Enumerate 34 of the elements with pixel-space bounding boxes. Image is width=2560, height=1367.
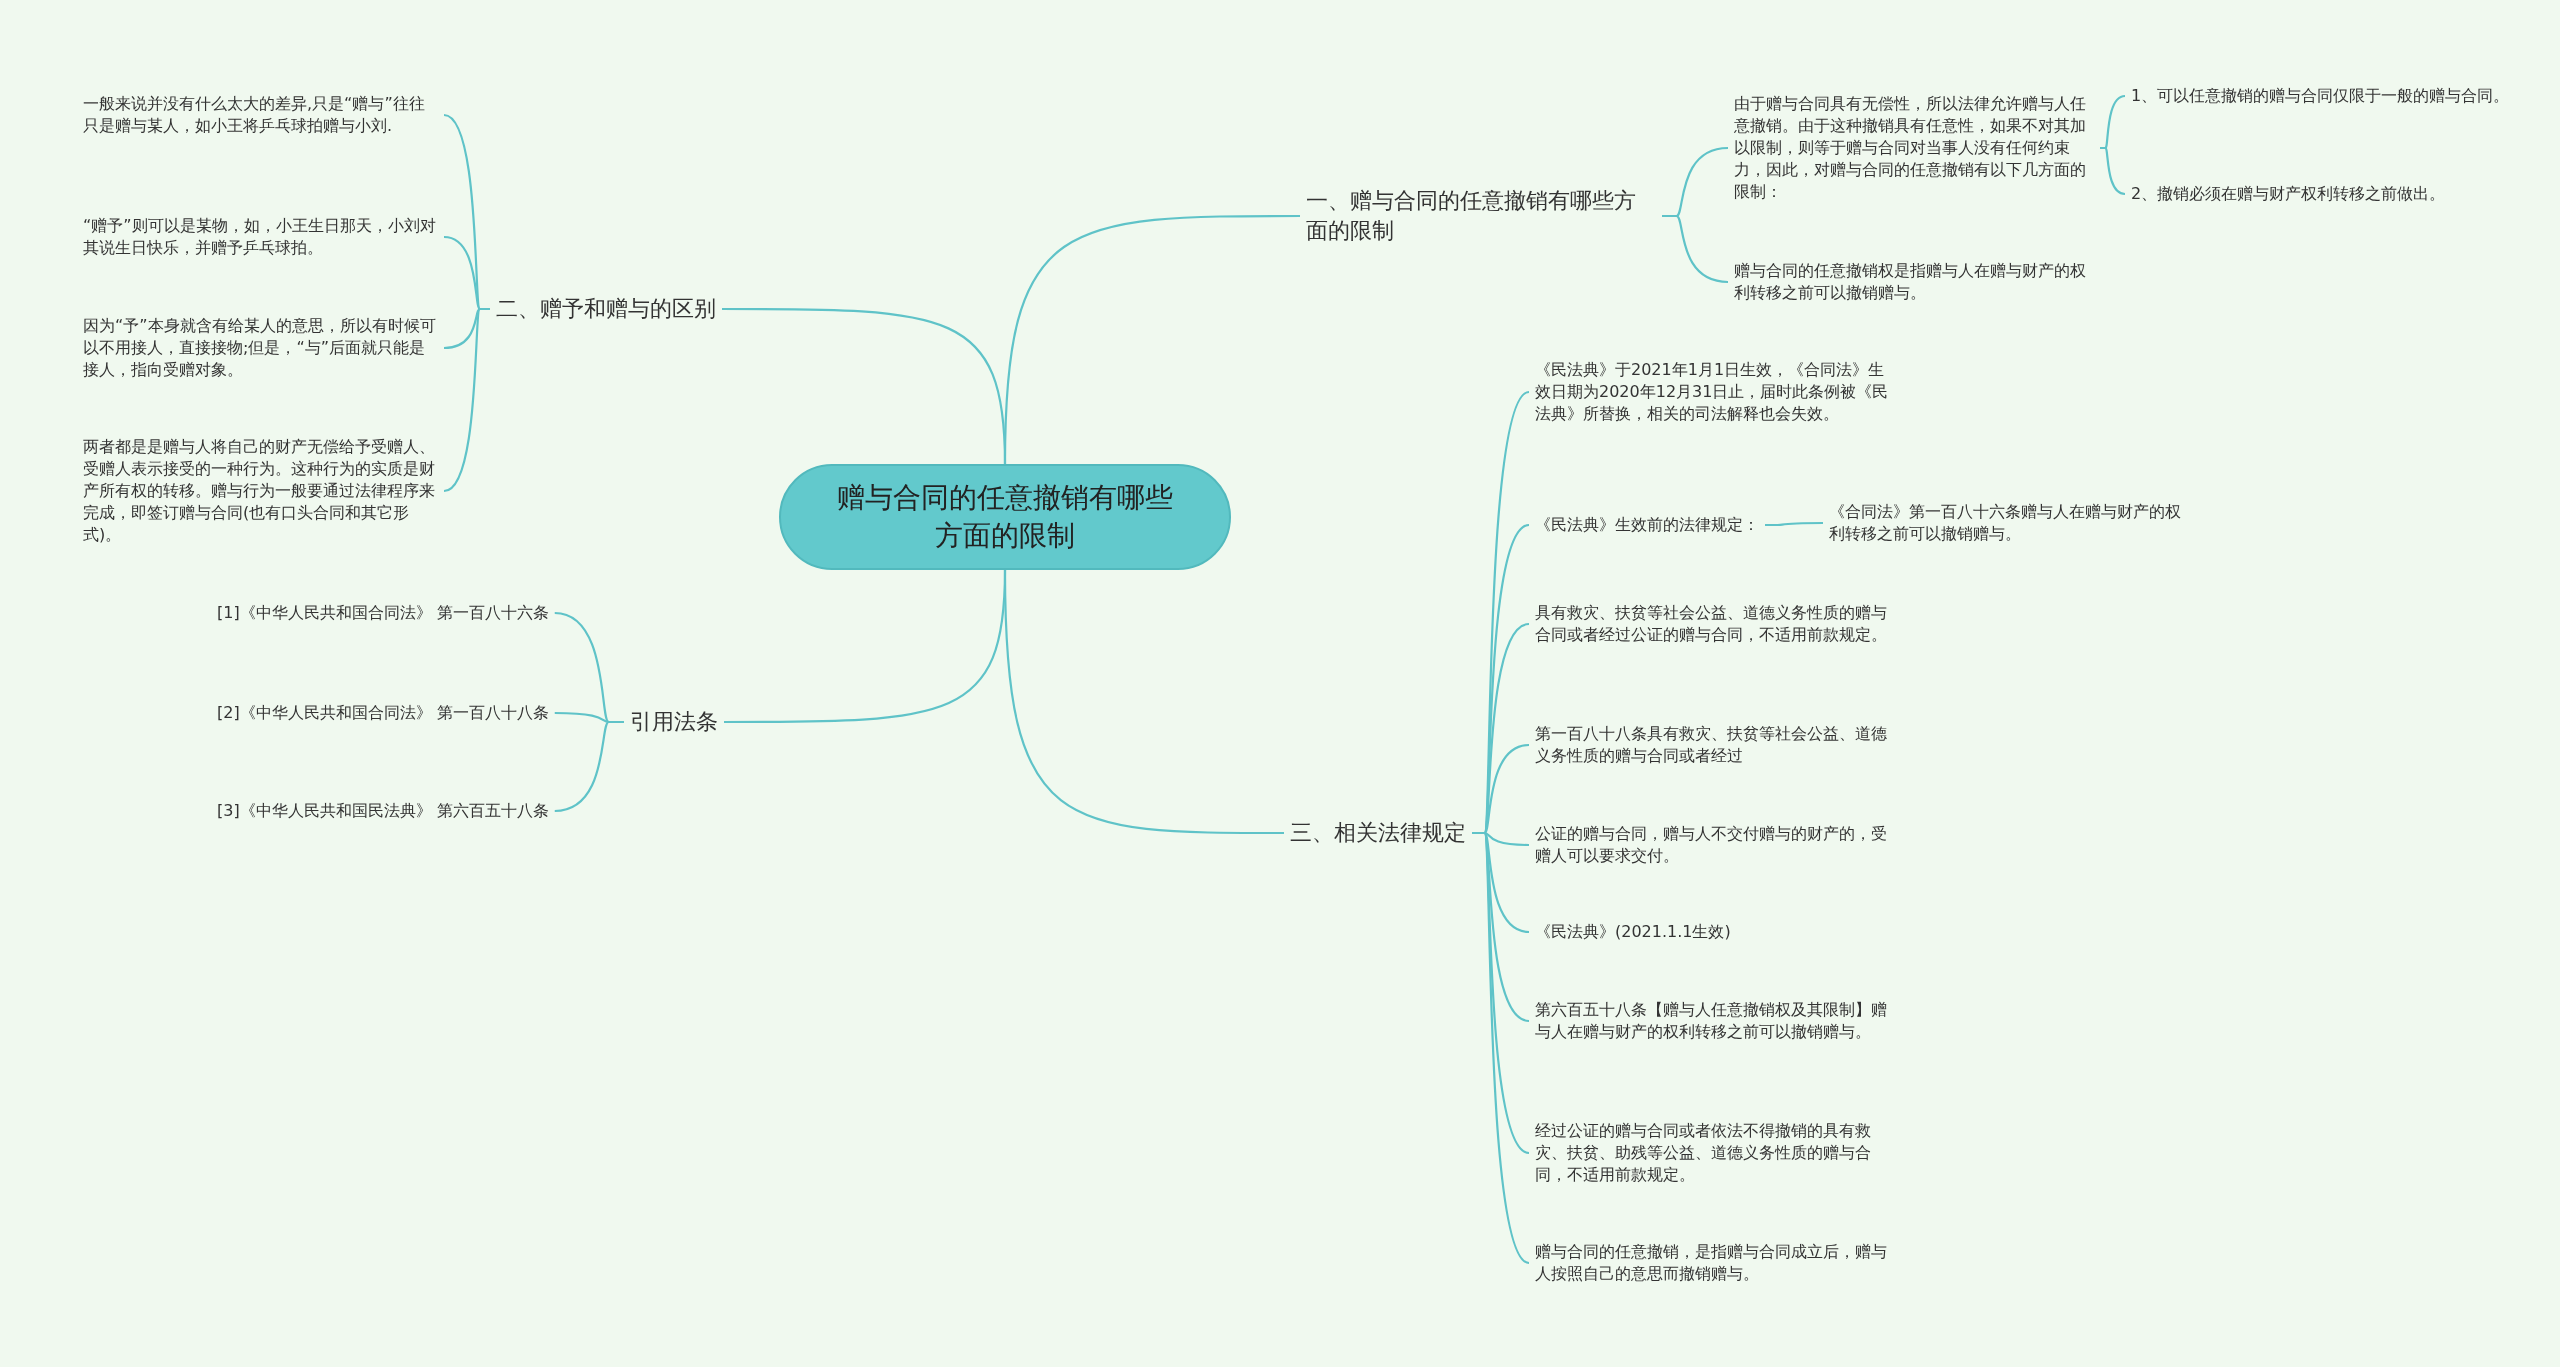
note-text: 《民法典》(2021.1.1生效) <box>1535 921 1731 943</box>
topic-label: 一、赠与合同的任意撤销有哪些方面的限制 <box>1306 186 1656 246</box>
note-text: 赠与合同的任意撤销，是指赠与合同成立后，赠与人按照自己的意思而撤销赠与。 <box>1535 1241 1895 1285</box>
note-text: 1、可以任意撤销的赠与合同仅限于一般的赠与合同。 <box>2131 85 2510 107</box>
note-text: 第六百五十八条【赠与人任意撤销权及其限制】赠与人在赠与财产的权利转移之前可以撤销赠与。 <box>1535 999 1895 1043</box>
note-text: [1]《中华人民共和国合同法》 第一百八十六条 <box>217 602 549 624</box>
note-text: 两者都是是赠与人将自己的财产无偿给予受赠人、受赠人表示接受的一种行为。这种行为的实质是财产所有权的转移。赠与行为一般要通过法律程序来完成，即签订赠与合同(也有口头合同和其它形式)。 <box>83 436 438 546</box>
note-text: 2、撤销必须在赠与财产权利转移之前做出。 <box>2131 183 2446 205</box>
note-text: 《合同法》第一百八十六条赠与人在赠与财产的权利转移之前可以撤销赠与。 <box>1829 501 2189 545</box>
topic-label: 二、赠予和赠与的区别 <box>496 294 716 324</box>
note-text: [3]《中华人民共和国民法典》 第六百五十八条 <box>217 800 549 822</box>
connector <box>1003 569 1284 835</box>
connector <box>1472 831 1530 1264</box>
note-text: 公证的赠与合同，赠与人不交付赠与的财产的，受赠人可以要求交付。 <box>1535 823 1895 867</box>
connector <box>2100 146 2126 196</box>
note-text: 赠与合同的任意撤销权是指赠与人在赠与财产的权利转移之前可以撤销赠与。 <box>1734 260 2094 304</box>
connector <box>1662 214 1729 284</box>
note-text: 经过公证的赠与合同或者依法不得撤销的具有救灾、扶贫、助残等公益、道德义务性质的赠与合同，不适用前款规定。 <box>1535 1120 1895 1186</box>
note-text: 《民法典》于2021年1月1日生效，《合同法》生效日期为2020年12月31日止，届时此条例被《民法典》所替换，相关的司法解释也会失效。 <box>1535 359 1895 425</box>
topic-label: 三、相关法律规定 <box>1290 818 1466 848</box>
topic-label: 引用法条 <box>630 707 718 737</box>
note-text: 因为“予”本身就含有给某人的意思，所以有时候可以不用接人，直接接物;但是，“与”后面就只能是接人，指向受赠对象。 <box>83 315 438 381</box>
note-text: 《民法典》生效前的法律规定： <box>1535 514 1759 536</box>
connector <box>1765 521 1823 527</box>
central-topic: 赠与合同的任意撤销有哪些方面的限制 <box>779 464 1231 570</box>
connector <box>554 720 624 813</box>
note-text: [2]《中华人民共和国合同法》 第一百八十八条 <box>217 702 549 724</box>
note-text: 具有救灾、扶贫等社会公益、道德义务性质的赠与合同或者经过公证的赠与合同，不适用前款规定。 <box>1535 602 1895 646</box>
connector <box>722 307 1007 465</box>
note-text: “赠予”则可以是某物，如，小王生日那天，小刘对其说生日快乐，并赠予乒乓球拍。 <box>83 215 438 259</box>
connector <box>443 307 490 492</box>
note-text: 由于赠与合同具有无偿性，所以法律允许赠与人任意撤销。由于这种撤销具有任意性，如果不对其加以限制，则等于赠与合同对当事人没有任何约束力，因此，对赠与合同的任意撤销有以下几方面的限制： <box>1734 93 2094 203</box>
note-text: 一般来说并没有什么太大的差异,只是“赠与”往往只是赠与某人，如小王将乒乓球拍赠与小刘. <box>83 93 438 137</box>
note-text: 第一百八十八条具有救灾、扶贫等社会公益、道德义务性质的赠与合同或者经过 <box>1535 723 1895 767</box>
